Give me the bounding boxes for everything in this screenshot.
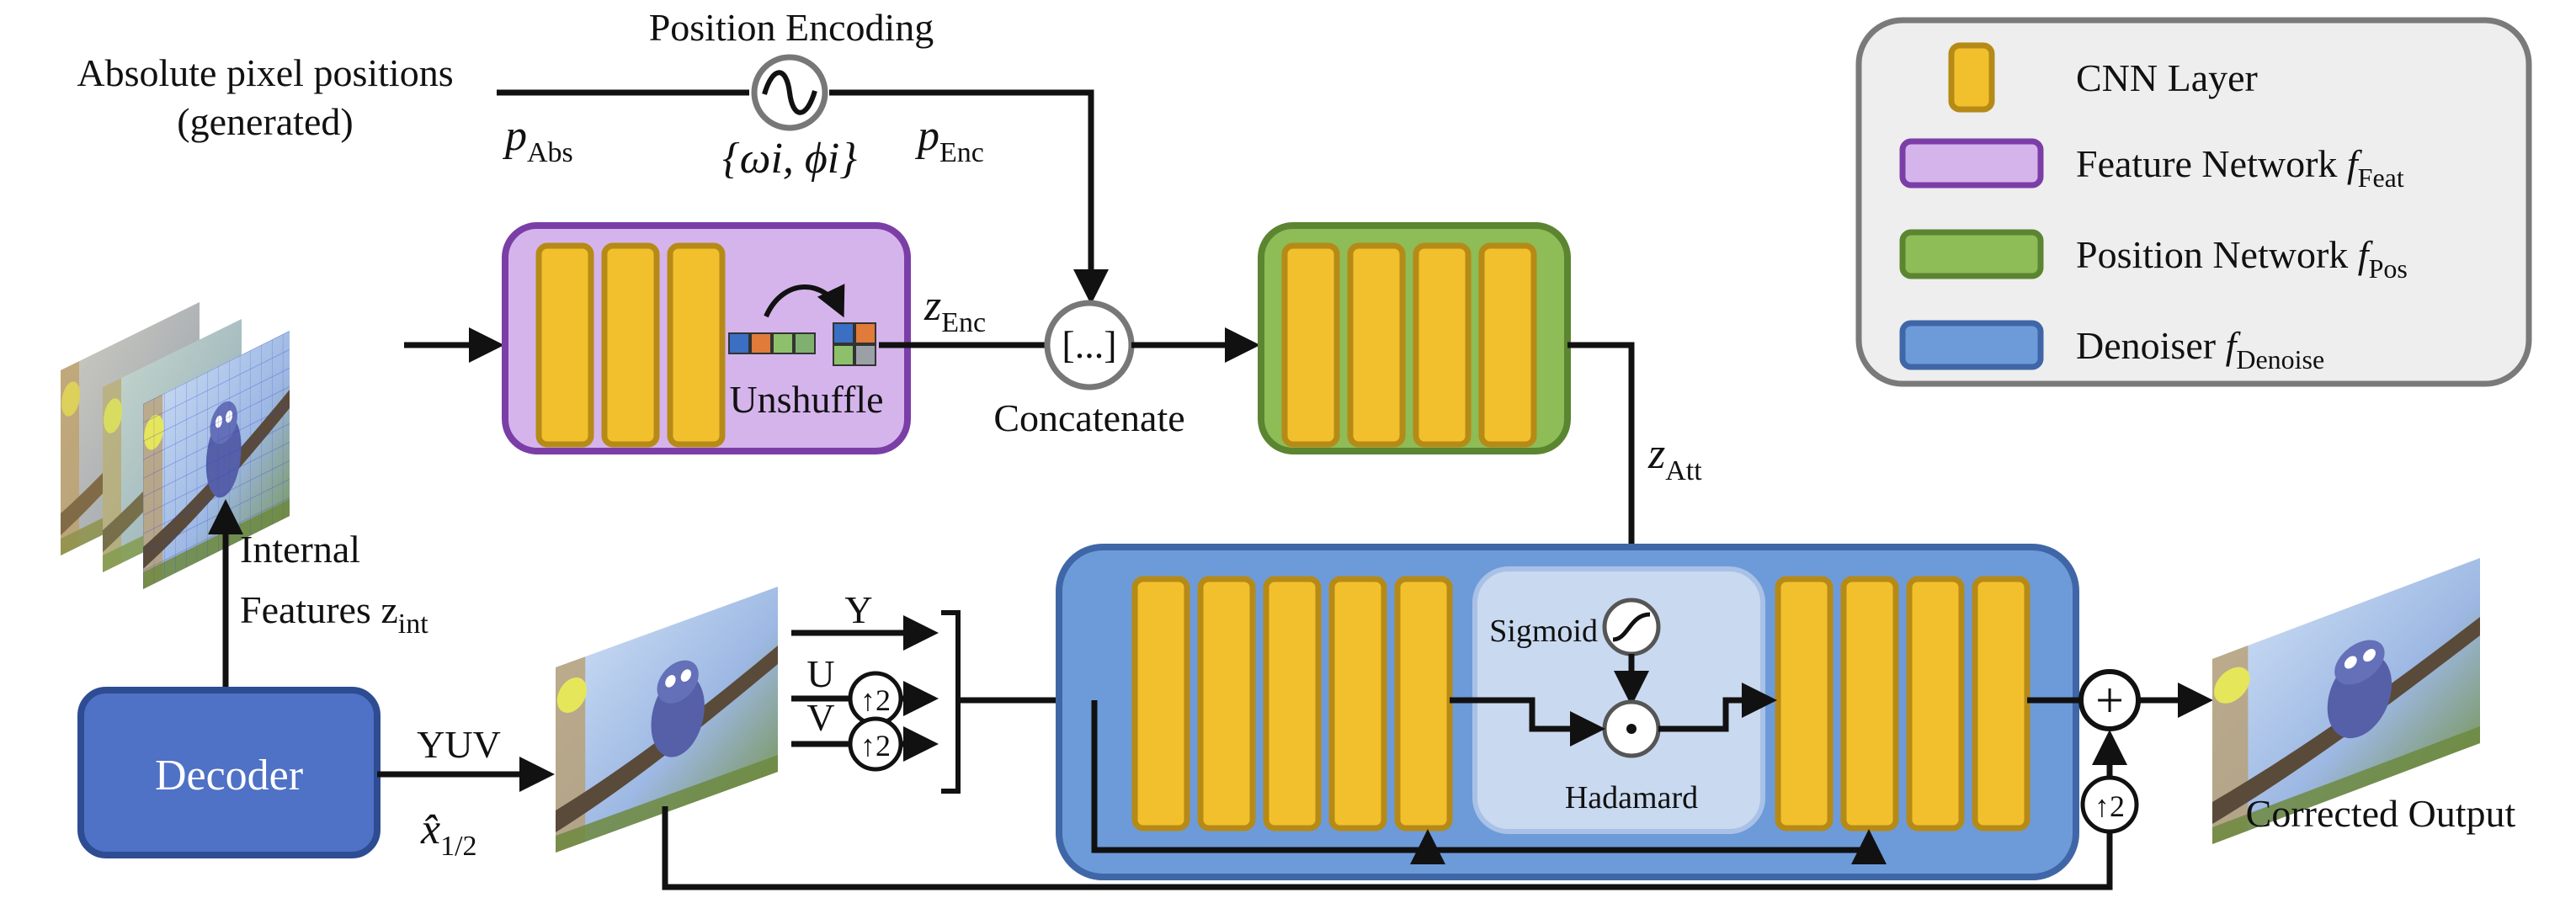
absolute-positions-label-line2: (generated) [177,100,353,143]
legend-swatch-4 [1899,320,2044,370]
denoiser-cnn-layer-1 [1131,576,1190,832]
xhat-symbol: x̂1/2 [420,805,477,862]
sine-wave-icon [762,70,817,115]
denoiser-cnn-layer-9 [1972,576,2030,832]
internal-features-line2: Features zint [240,588,428,640]
position-cnn-layer-1 [1281,242,1340,448]
z-att-wire [1567,342,1649,595]
denoiser-cnn-layer-2 [1197,576,1256,832]
corrected-output-label: Corrected Output [2246,792,2516,835]
z-enc-symbol: zEnc [923,282,986,338]
position-cnn-layer-2 [1347,242,1406,448]
concatenate-symbol: [...] [1062,323,1116,366]
denoiser-cnn-layer-7 [1840,576,1899,832]
decoder-label: Decoder [155,752,303,800]
internal-feature-frames [61,301,290,589]
p-enc-symbol: pEnc [914,112,984,168]
legend-label-1: CNN Layer [2076,56,2258,99]
y-channel-label: Y [844,588,872,631]
v-upsample-label: ↑2 [860,729,891,763]
denoiser-cnn-layer-3 [1263,576,1322,832]
legend-swatch-3 [1899,229,2044,279]
p-abs-symbol: pAbs [502,112,573,168]
legend-label-2: Feature Network fFeat [2076,142,2404,193]
denoiser-cnn-layer-6 [1775,576,1834,832]
unshuffle-pixels-icon [728,322,876,366]
hadamard-to-cnn-wire [1658,683,1777,732]
legend-swatch-2 [1899,138,2044,189]
legend-box [1855,17,2532,387]
sigmoid-label: Sigmoid [1489,614,1598,649]
internal-features-line1: Internal [240,528,360,571]
feature-cnn-layer-1 [535,242,594,448]
denoiser-skip-wire [1091,700,1869,853]
denoiser-cnn-layer-4 [1328,576,1387,832]
denoiser-cnn-layer-5 [1394,576,1453,832]
features-to-hadamard-wire [1450,697,1605,747]
yuv-label: YUV [417,723,501,766]
residual-skip-wire [662,806,2113,890]
absolute-positions-label-line1: Absolute pixel positions [77,51,453,94]
legend-label-4: Denoiser fDenoise [2076,324,2324,375]
z-att-symbol: zAtt [1647,430,1702,486]
unshuffle-label: Unshuffle [729,378,883,421]
legend-swatch-1 [1948,42,1995,113]
position-cnn-layer-3 [1413,242,1472,448]
feature-cnn-layer-3 [667,242,726,448]
v-channel-label: V [806,696,834,739]
hadamard-dot-icon [1626,724,1637,734]
output-upsample-label: ↑2 [2094,789,2125,823]
u-upsample-label: ↑2 [860,683,891,717]
position-cnn-layer-4 [1478,242,1537,448]
concatenate-label: Concatenate [993,396,1184,439]
hadamard-label: Hadamard [1565,780,1698,816]
v-upsample-node [848,716,903,772]
encoding-params: {ωi, ϕi} [722,135,857,183]
p-enc-wire [829,89,1109,305]
unshuffle-arrow [764,284,845,318]
channel-bracket [941,610,961,794]
feature-cnn-layer-2 [601,242,660,448]
add-symbol: + [2095,672,2124,728]
legend-label-3: Position Network fPos [2076,233,2408,284]
position-encoding-title: Position Encoding [649,6,934,49]
u-channel-label: U [806,652,834,695]
sigmoid-curve-icon [1612,612,1651,642]
denoiser-cnn-layer-8 [1906,576,1965,832]
